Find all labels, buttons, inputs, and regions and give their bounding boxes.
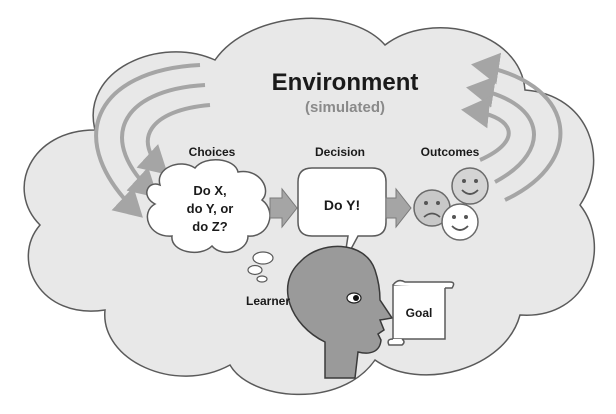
choices-to-decision-arrow [269, 187, 298, 229]
outcomes-header: Outcomes [421, 145, 480, 159]
thought-bubble-medium [247, 264, 263, 276]
right-arrow-inner [461, 96, 511, 162]
left-arrow-middle [120, 83, 206, 198]
choices-header: Choices [189, 145, 236, 159]
decision-header: Decision [315, 145, 365, 159]
choices-line-1: Do X, [193, 183, 226, 198]
sad-face-icon [413, 189, 451, 227]
choices-thought-cloud [146, 159, 271, 254]
learner-pupil [353, 295, 359, 301]
environment-subtitle: (simulated) [305, 99, 385, 116]
happy-face-icon [441, 203, 479, 241]
left-arrow-inner [136, 103, 211, 175]
choices-line-3: do Z? [192, 219, 227, 234]
environment-title: Environment [272, 69, 419, 96]
goal-label: Goal [406, 306, 433, 320]
learner-label: Learner [246, 294, 290, 308]
left-arrow-outer [94, 63, 201, 218]
decision-to-outcomes-arrow [385, 187, 412, 229]
thought-bubble-large [252, 251, 274, 265]
right-arrow-middle [466, 76, 536, 184]
scroll-icon [387, 279, 455, 346]
thought-bubble-small [256, 275, 268, 283]
head-profile-icon [286, 245, 394, 379]
happy-face-icon [451, 167, 489, 205]
right-arrow-outer [471, 52, 563, 202]
decision-text: Do Y! [324, 197, 360, 213]
choices-line-2: do Y, or [187, 201, 234, 216]
